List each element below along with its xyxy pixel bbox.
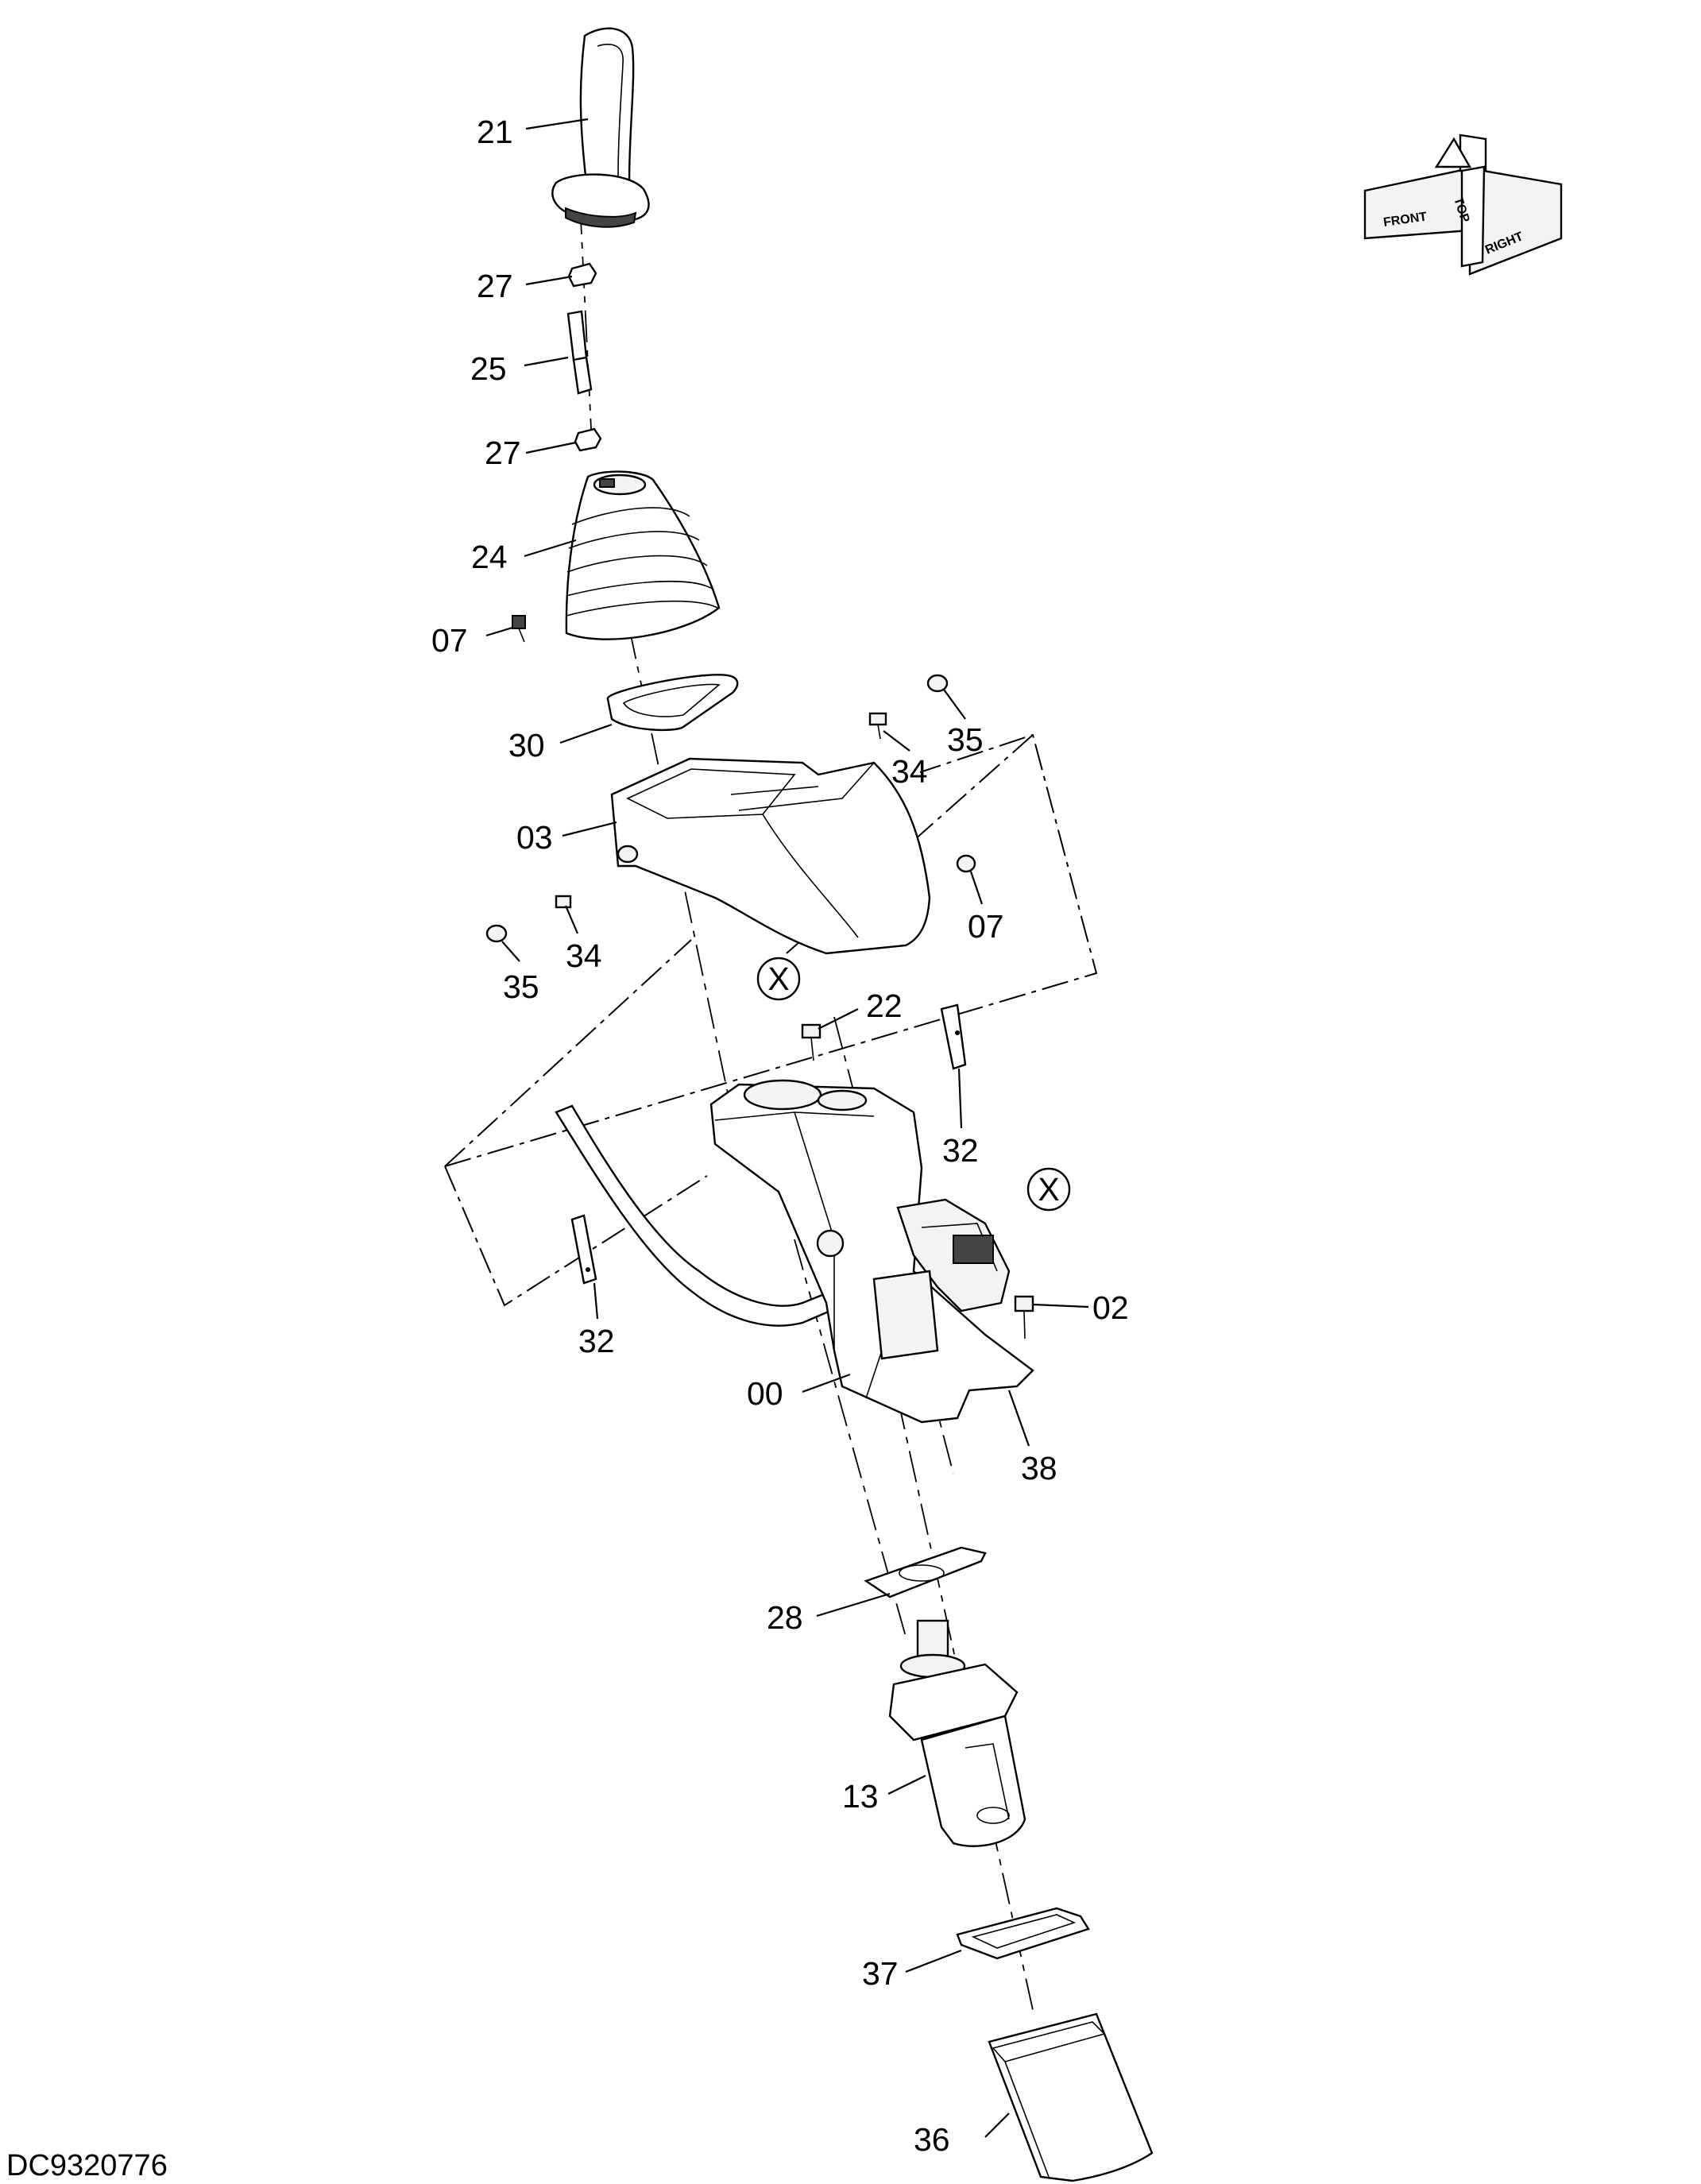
part-25-rod — [566, 310, 593, 395]
callout-24: 24 — [471, 539, 508, 575]
part-24-rubber-boot — [565, 470, 721, 640]
callout-22: 22 — [866, 988, 903, 1024]
reference-marker-x-upper: X — [756, 957, 801, 1001]
callout-34-left: 34 — [566, 937, 602, 974]
callout-02: 02 — [1092, 1289, 1129, 1326]
part-03-console-cover — [610, 757, 931, 955]
callout-13: 13 — [842, 1778, 879, 1815]
callout-38: 38 — [1021, 1450, 1057, 1486]
part-27-nut-lower — [574, 427, 602, 452]
marker-x-upper-text: X — [767, 961, 789, 997]
part-00-main-bracket — [709, 1079, 1034, 1424]
callout-34-upper: 34 — [891, 753, 928, 790]
part-30-gasket-plate — [606, 674, 739, 732]
callout-36: 36 — [914, 2121, 950, 2158]
orientation-arrows-icon: FRONT TOP RIGHT — [1363, 133, 1563, 276]
leader-lines — [485, 118, 1089, 2138]
drawing-id: DC9320776 — [6, 2149, 168, 2182]
callout-37: 37 — [862, 1955, 899, 1992]
callout-28: 28 — [767, 1599, 803, 1636]
part-02-bolt — [1014, 1295, 1034, 1339]
callout-27-lower: 27 — [485, 435, 521, 471]
part-34-bolt-left — [555, 895, 572, 909]
part-21-lever-grip — [551, 27, 650, 228]
callout-03: 03 — [516, 819, 553, 856]
callout-labels: 21 27 25 27 24 07 30 34 35 03 07 34 35 2… — [431, 114, 1129, 2158]
callout-32-left: 32 — [578, 1323, 615, 1359]
part-36-dust-cover — [988, 2012, 1154, 2182]
callout-35-upper: 35 — [947, 721, 984, 758]
part-13-pilot-valve — [888, 1619, 1026, 1847]
part-35-washer-left — [485, 924, 508, 943]
callout-07-boot: 07 — [431, 622, 468, 659]
part-07-screw-boot — [512, 615, 526, 643]
callout-30: 30 — [508, 727, 545, 763]
part-34-bolt-upper — [868, 712, 887, 740]
part-32-bracket-left — [570, 1214, 597, 1285]
callout-21: 21 — [477, 114, 513, 150]
part-35-washer-upper — [926, 674, 949, 693]
callout-35-left: 35 — [503, 968, 539, 1005]
callout-27-upper: 27 — [477, 268, 513, 304]
marker-x-lower-text: X — [1038, 1171, 1059, 1208]
callout-25: 25 — [470, 350, 507, 387]
part-27-nut-upper — [567, 262, 597, 288]
part-37-gasket-frame — [956, 1907, 1090, 1960]
callout-00: 00 — [747, 1375, 783, 1412]
part-32-bracket-right — [940, 1003, 967, 1070]
part-22-bolt — [801, 1023, 822, 1061]
part-28-gasket — [864, 1546, 987, 1598]
reference-marker-x-lower: X — [1026, 1167, 1071, 1212]
callout-32-right: 32 — [942, 1132, 979, 1169]
part-07-screw-right — [956, 854, 976, 873]
callout-07-right: 07 — [968, 908, 1004, 945]
